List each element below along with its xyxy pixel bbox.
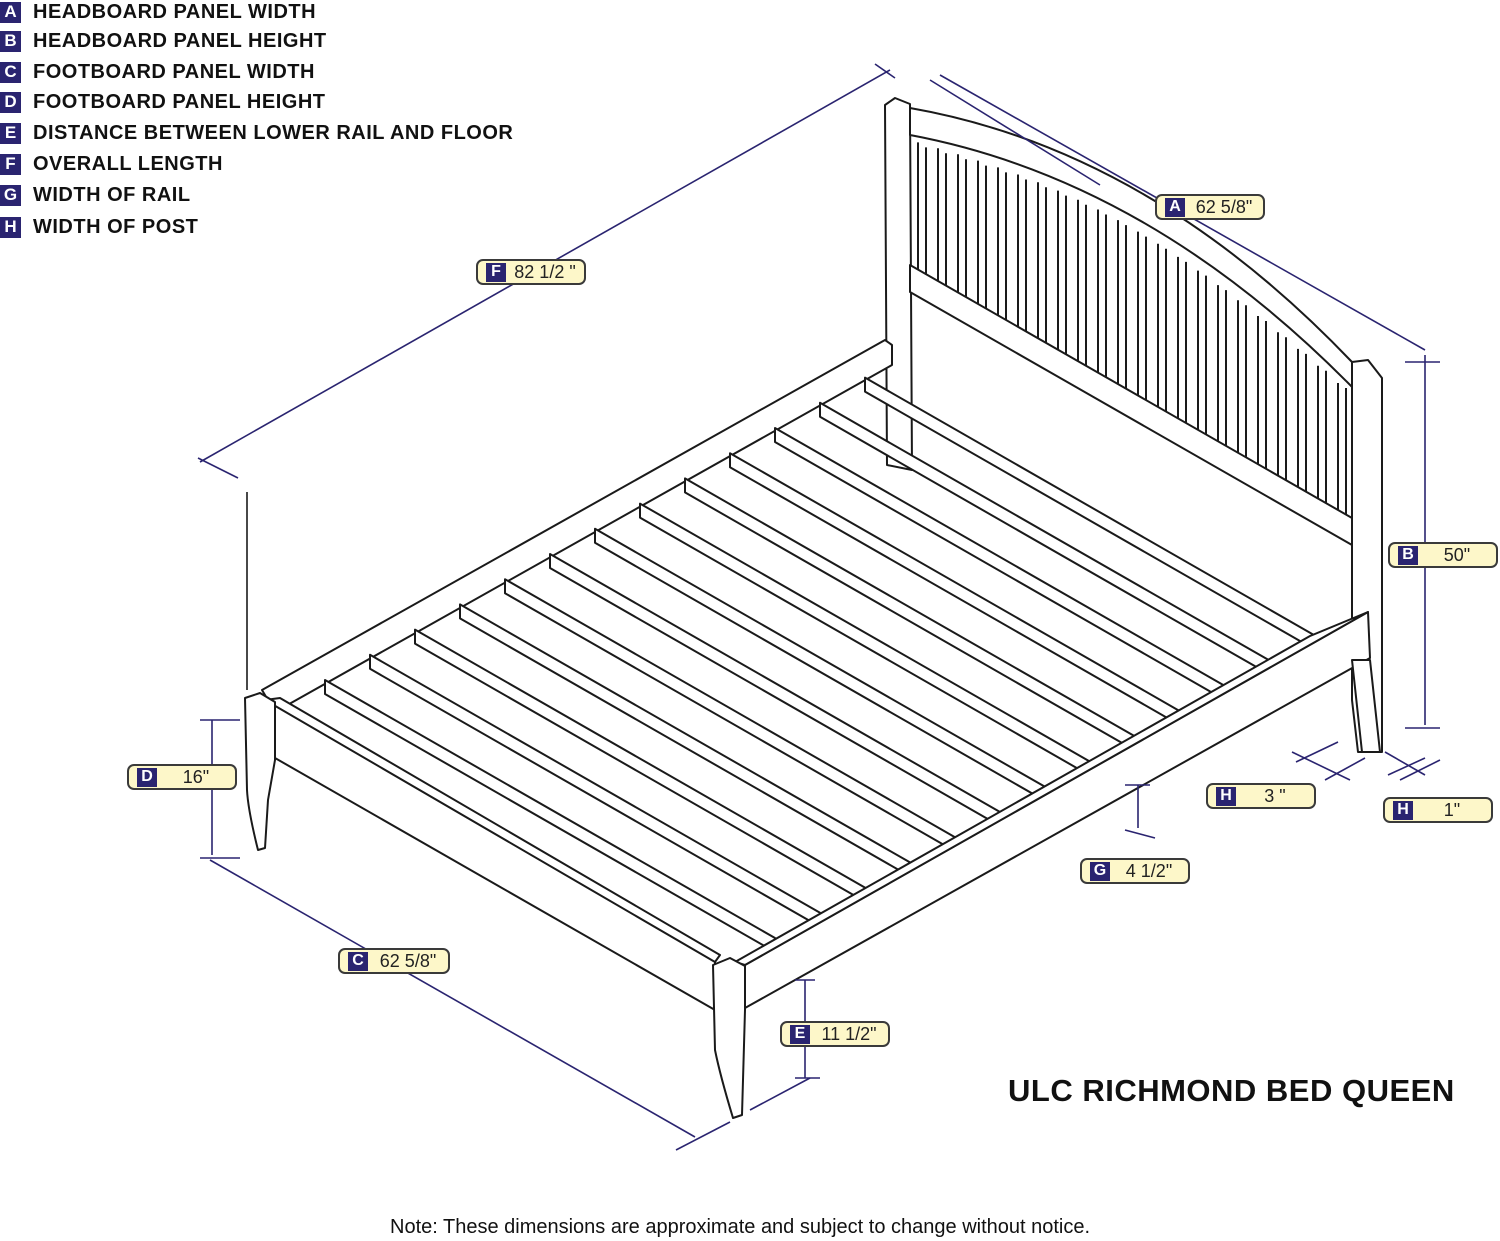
headboard-spindle [1257,315,1267,470]
headboard-spindle [1137,231,1147,401]
dimension-line-h2 [1384,751,1426,776]
dimension-value: 3 " [1264,785,1286,806]
legend-badge: B [0,30,21,52]
dimension-label-f: F 82 1/2 " [476,259,586,285]
legend-item-g: G WIDTH OF RAIL [0,183,191,207]
dimension-badge: F [486,262,506,282]
dimension-label-g: G 4 1/2" [1080,858,1190,884]
legend-item-h: H WIDTH OF POST [0,215,198,239]
legend-item-b: B HEADBOARD PANEL HEIGHT [0,29,327,53]
bed-slats [324,376,1316,953]
headboard-spindle [1277,332,1287,481]
dimension-label-h-post: H 3 " [1206,783,1316,809]
headboard-spindle [1197,270,1207,435]
dimension-badge: H [1393,800,1413,820]
footboard-left-post [244,692,276,851]
headboard-spindle [1017,174,1027,332]
headboard-spindle [1317,365,1327,504]
dimension-badge: C [348,951,368,971]
headboard-spindle [1177,256,1187,424]
dimension-value: 50" [1443,544,1471,565]
legend-label: WIDTH OF RAIL [33,183,191,206]
headboard-top-rail [909,107,1356,391]
headboard-spindle [1117,220,1127,390]
dimension-badge: B [1398,545,1418,565]
dimension-value: 1" [1443,799,1461,820]
footboard-right-post [712,957,746,1119]
headboard-spindle [1237,300,1247,458]
dimension-value: 4 1/2" [1125,860,1173,881]
dimension-line-h1 [1291,751,1351,781]
dimension-label-b: B 50" [1388,542,1498,568]
dimension-badge: H [1216,786,1236,806]
headboard-spindle [1057,190,1067,355]
legend-item-d: D FOOTBOARD PANEL HEIGHT [0,90,325,114]
headboard-spindle [1297,348,1307,493]
dimension-label-c: C 62 5/8" [338,948,450,974]
dimension-label-h-leg: H 1" [1383,797,1493,823]
headboard-spindle [977,160,987,309]
headboard-spindle [937,148,947,287]
headboard-slats [917,142,1347,515]
dimension-line-c [209,859,696,1138]
dimension-badge: D [137,767,157,787]
legend-item-c: C FOOTBOARD PANEL WIDTH [0,60,315,84]
dimension-value: 62 5/8" [1195,196,1253,217]
dimension-badge: A [1165,197,1185,217]
dimension-value: 62 5/8" [379,950,437,971]
dimension-value: 11 1/2" [821,1023,877,1044]
headboard-spindle [917,142,927,275]
dimension-label-e: E 11 1/2" [780,1021,890,1047]
headboard-spindle [1157,243,1167,412]
legend-label: WIDTH OF POST [33,215,199,238]
dimension-badge: E [790,1024,810,1044]
dimension-value: 16" [182,766,210,787]
legend-badge: A [0,1,21,23]
legend-badge: F [0,153,21,175]
product-title: ULC RICHMOND BED QUEEN [1008,1073,1455,1108]
legend-badge: C [0,61,21,83]
legend-badge: H [0,216,21,238]
headboard-spindle [1217,285,1227,447]
legend-label: FOOTBOARD PANEL HEIGHT [33,90,326,113]
dimension-badge: G [1090,861,1110,881]
headboard-spindle [997,167,1007,321]
dimension-label-d: D 16" [127,764,237,790]
headboard-spindle [1337,382,1347,515]
dimension-value: 82 1/2 " [514,261,576,282]
dimension-label-a: A 62 5/8" [1155,194,1265,220]
legend-item-f: F OVERALL LENGTH [0,152,223,176]
legend-badge: D [0,91,21,113]
legend-item-a: A HEADBOARD PANEL WIDTH [0,0,316,24]
legend-badge: E [0,122,21,144]
headboard-right-leg [1351,659,1381,753]
legend-label: HEADBOARD PANEL HEIGHT [33,29,327,52]
legend-label: OVERALL LENGTH [33,152,223,175]
legend-badge: G [0,184,21,206]
legend-label: HEADBOARD PANEL WIDTH [33,0,317,23]
legend-label: FOOTBOARD PANEL WIDTH [33,60,315,83]
headboard-spindle [1037,182,1047,344]
headboard-spindle [1077,199,1087,367]
legend-label: DISTANCE BETWEEN LOWER RAIL AND FLOOR [33,121,514,144]
foot-rail-top [264,697,721,963]
headboard-spindle [957,154,967,298]
disclaimer-note: Note: These dimensions are approximate a… [390,1216,1091,1238]
legend-item-e: E DISTANCE BETWEEN LOWER RAIL AND FLOOR [0,121,513,145]
headboard-spindle [1097,209,1107,378]
